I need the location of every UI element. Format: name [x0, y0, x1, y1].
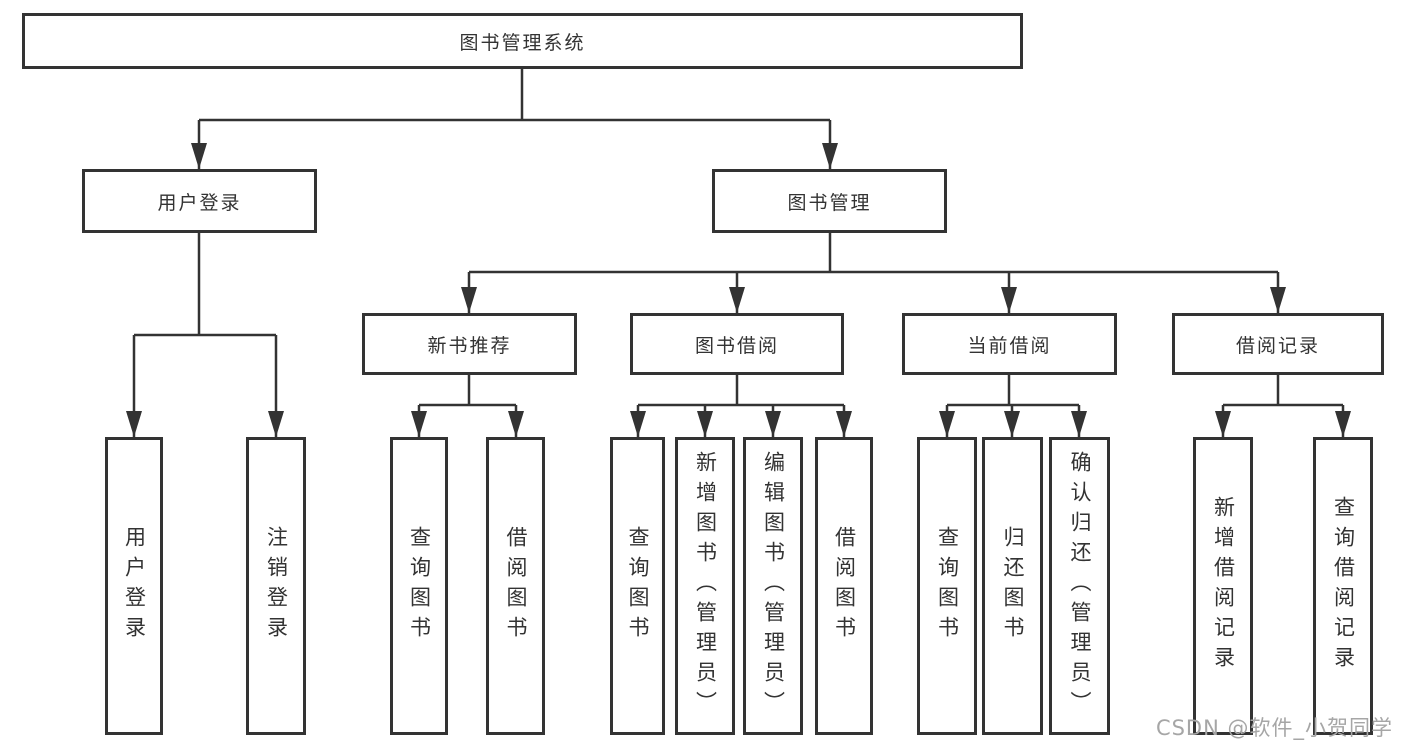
- branch-root: [191, 69, 838, 169]
- node-label: 归还图书: [1001, 526, 1025, 646]
- node-new-book-recommendation: 新书推荐: [362, 313, 577, 375]
- node-label: 当前借阅: [967, 334, 1052, 357]
- node-borrowing-records: 借阅记录: [1172, 313, 1384, 375]
- node-label: 用户登录: [122, 526, 147, 646]
- leaf-confirm-return-admin: 确认归还（管理员）: [1049, 437, 1110, 735]
- leaf-return-books: 归还图书: [982, 437, 1043, 735]
- node-label: 查询图书: [935, 526, 960, 646]
- branch-new-book-recommendation: [411, 375, 524, 437]
- node-current-borrowing: 当前借阅: [902, 313, 1117, 375]
- branch-user-login: [126, 233, 284, 437]
- leaf-query-books-current: 查询图书: [917, 437, 977, 735]
- node-label: 新增借阅记录: [1211, 496, 1236, 676]
- branch-book-management: [461, 233, 1286, 313]
- node-label: 查询图书: [626, 526, 650, 646]
- leaf-add-books-admin: 新增图书（管理员）: [675, 437, 735, 735]
- csdn-watermark: CSDN @软件_小贺同学: [1155, 716, 1393, 740]
- node-label: 新书推荐: [427, 334, 512, 357]
- node-book-management: 图书管理: [712, 169, 947, 233]
- leaf-edit-books-admin: 编辑图书（管理员）: [743, 437, 803, 735]
- leaf-borrow-books-recommend: 借阅图书: [486, 437, 545, 735]
- node-label: 查询图书: [407, 526, 432, 646]
- node-label: 图书管理系统: [459, 31, 586, 54]
- node-label: 新增图书（管理员）: [693, 451, 718, 721]
- node-label: 查询借阅记录: [1331, 496, 1356, 676]
- node-label: 用户登录: [157, 191, 242, 214]
- node-label: 确认归还（管理员）: [1068, 451, 1092, 721]
- node-label: 借阅图书: [504, 526, 528, 646]
- branch-book-borrowing: [630, 375, 852, 437]
- leaf-add-borrow-record: 新增借阅记录: [1193, 437, 1253, 735]
- node-label: 注销登录: [264, 526, 289, 646]
- node-label: 借阅图书: [832, 526, 857, 646]
- leaf-query-books-borrow: 查询图书: [610, 437, 665, 735]
- node-label: 借阅记录: [1235, 334, 1320, 357]
- node-library-management-system: 图书管理系统: [22, 13, 1023, 69]
- leaf-borrow-books: 借阅图书: [815, 437, 873, 735]
- node-book-borrowing: 图书借阅: [630, 313, 844, 375]
- leaf-user-login: 用户登录: [105, 437, 163, 735]
- node-label: 编辑图书（管理员）: [761, 451, 786, 721]
- branch-borrowing-records: [1215, 375, 1351, 437]
- leaf-query-borrow-record: 查询借阅记录: [1313, 437, 1373, 735]
- node-label: 图书管理: [787, 191, 872, 214]
- branch-current-borrowing: [939, 375, 1087, 437]
- leaf-logout: 注销登录: [246, 437, 306, 735]
- node-user-login: 用户登录: [82, 169, 317, 233]
- leaf-query-books-recommend: 查询图书: [390, 437, 448, 735]
- node-label: 图书借阅: [694, 334, 779, 357]
